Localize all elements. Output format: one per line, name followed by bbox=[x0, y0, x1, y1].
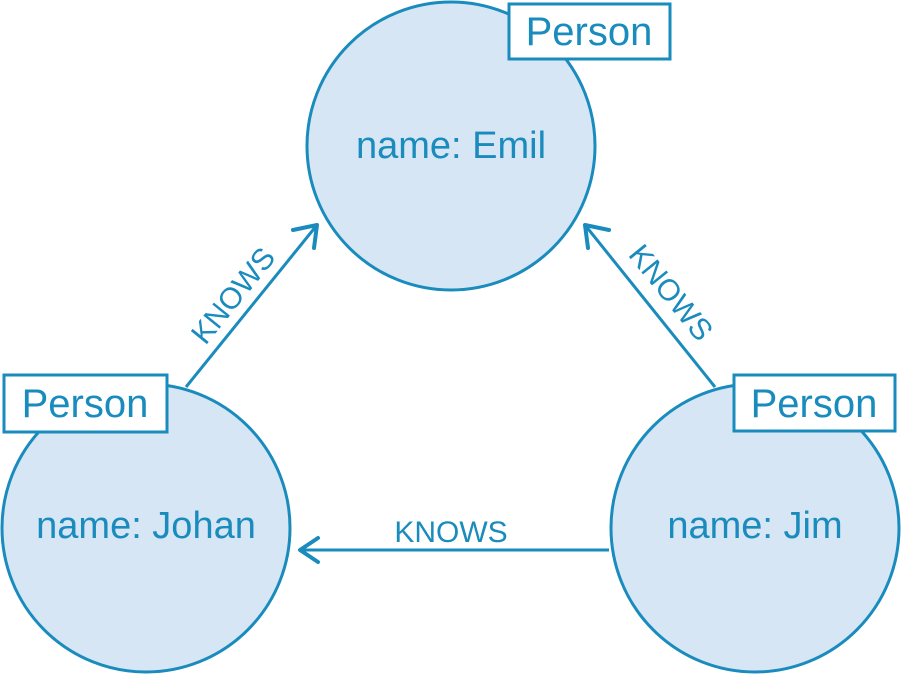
node-property: name: Emil bbox=[356, 125, 546, 167]
node-label: Person bbox=[751, 382, 878, 426]
node-johan: name: Johan Person bbox=[0, 373, 292, 674]
edge-jim-knows-johan: KNOWS bbox=[298, 516, 609, 564]
edge-label: KNOWS bbox=[394, 516, 507, 549]
arrowhead-icon bbox=[291, 223, 319, 250]
node-label-tag: Person bbox=[732, 373, 897, 433]
node-jim: name: Jim Person bbox=[609, 373, 901, 674]
node-emil: name: Emil Person bbox=[305, 0, 672, 292]
edge-johan-knows-emil: KNOWS bbox=[184, 223, 319, 388]
node-property: name: Johan bbox=[36, 505, 256, 547]
node-circle bbox=[305, 0, 597, 292]
node-label: Person bbox=[526, 10, 653, 54]
node-label-tag: Person bbox=[507, 2, 672, 61]
node-label-tag: Person bbox=[2, 373, 169, 434]
arrowhead-icon bbox=[583, 223, 611, 250]
edge-jim-knows-emil: KNOWS bbox=[583, 223, 719, 388]
edge-line bbox=[583, 224, 717, 388]
node-label: Person bbox=[22, 382, 149, 426]
edge-line bbox=[184, 224, 319, 388]
arrowhead-icon bbox=[298, 536, 320, 564]
edge-label: KNOWS bbox=[185, 242, 282, 351]
node-property: name: Jim bbox=[667, 505, 842, 547]
